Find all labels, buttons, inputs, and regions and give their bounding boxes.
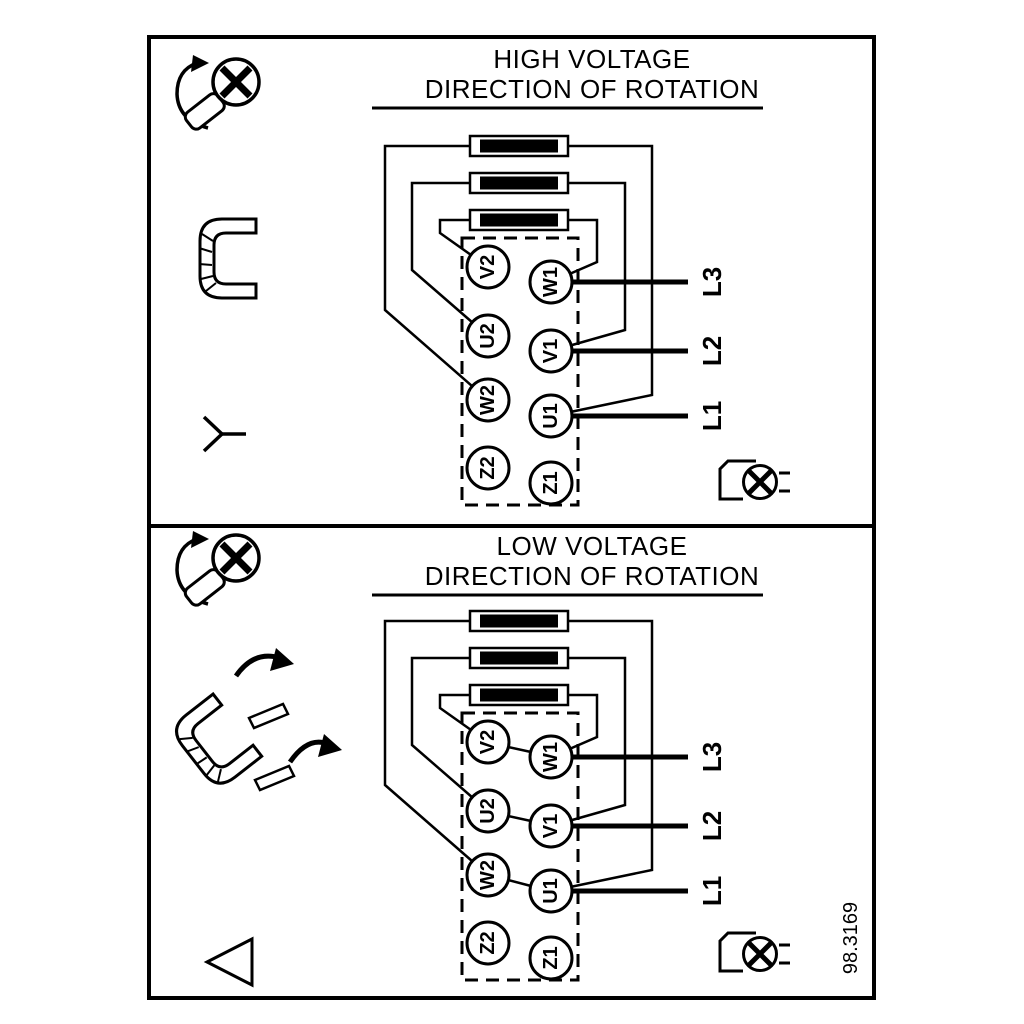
bottom-terminal-labels: V2 U2 W2 Z2 W1 V1 U1 Z1 <box>477 730 562 970</box>
top-title-line2: DIRECTION OF ROTATION <box>425 74 760 104</box>
outer-border <box>147 35 876 1000</box>
bottom-terminal-block <box>385 611 688 980</box>
top-terminal-labels: V2 U2 W2 Z2 W1 V1 U1 Z1 <box>477 255 562 495</box>
terminal-label-z1: Z1 <box>540 946 562 969</box>
terminal-label-u2: U2 <box>477 323 499 349</box>
screw-rotation-icon <box>177 55 259 132</box>
top-terminal-block <box>385 136 688 505</box>
delta-connection-icon <box>203 936 254 988</box>
terminal-label-u2: U2 <box>477 798 499 824</box>
link-jumper-icon <box>197 217 258 300</box>
earth-clamp-icon <box>720 933 790 971</box>
terminal-label-v1: V1 <box>540 339 562 363</box>
top-title-line1: HIGH VOLTAGE <box>493 44 690 74</box>
terminal-label-z2: Z2 <box>477 456 499 479</box>
top-supply-labels: L3 L2 L1 <box>697 267 727 431</box>
terminal-label-v2: V2 <box>477 730 499 754</box>
bottom-supply-labels: L3 L2 L1 <box>697 742 727 906</box>
part-number: 98.3169 <box>840 902 862 974</box>
supply-label-l2: L2 <box>697 336 727 366</box>
terminal-label-z1: Z1 <box>540 471 562 494</box>
delta-jumper-wires <box>507 745 532 888</box>
terminal-label-z2: Z2 <box>477 931 499 954</box>
terminal-label-v2: V2 <box>477 255 499 279</box>
star-connection-icon <box>202 415 246 453</box>
terminal-label-w2: W2 <box>477 860 499 890</box>
supply-label-l3: L3 <box>697 742 727 772</box>
terminal-label-w2: W2 <box>477 385 499 415</box>
screw-rotation-icon <box>177 531 259 608</box>
terminal-label-u1: U1 <box>540 403 562 429</box>
supply-label-l1: L1 <box>697 401 727 431</box>
bottom-title-line1: LOW VOLTAGE <box>497 531 688 561</box>
link-reposition-arrows-icon <box>166 648 342 793</box>
terminal-label-u1: U1 <box>540 878 562 904</box>
supply-label-l1: L1 <box>697 876 727 906</box>
earth-clamp-icon <box>720 461 790 499</box>
terminal-label-w1: W1 <box>540 267 562 297</box>
supply-label-l2: L2 <box>697 811 727 841</box>
bottom-title-line2: DIRECTION OF ROTATION <box>425 561 760 591</box>
supply-label-l3: L3 <box>697 267 727 297</box>
terminal-label-v1: V1 <box>540 814 562 838</box>
terminal-label-w1: W1 <box>540 742 562 772</box>
